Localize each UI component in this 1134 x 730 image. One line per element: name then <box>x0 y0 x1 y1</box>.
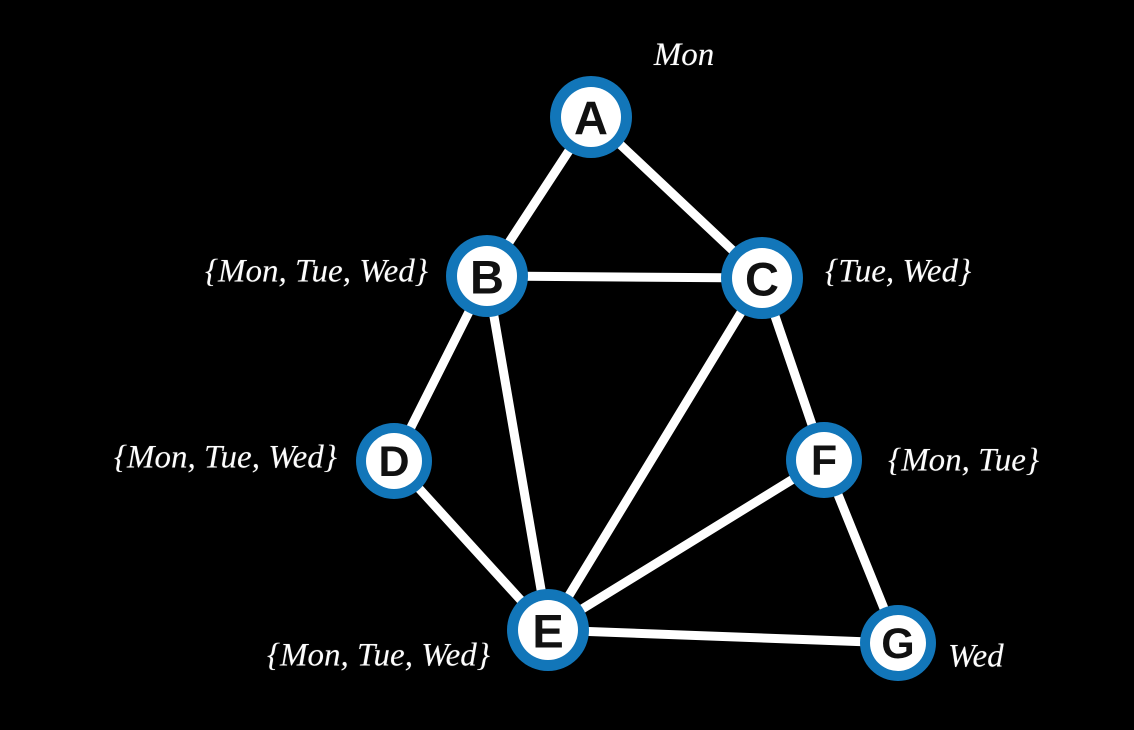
node-face-b <box>457 246 517 306</box>
domain-label-g: Wed <box>948 638 1004 675</box>
domain-label-d: {Mon, Tue, Wed} <box>113 439 337 476</box>
graph-edge-e-g <box>543 625 903 648</box>
domain-label-a: Mon <box>653 37 715 73</box>
graph-edge-c-e <box>543 273 767 635</box>
node-face-g <box>870 615 926 671</box>
graph-node-a[interactable]: A <box>550 76 632 158</box>
graph-node-c[interactable]: C <box>721 237 803 319</box>
node-face-a <box>561 87 621 147</box>
graph-edge-e-f <box>543 455 829 635</box>
node-face-f <box>796 432 852 488</box>
node-letter-g: G <box>881 620 914 668</box>
graph-edge-b-e <box>482 271 553 635</box>
node-face-e <box>518 600 578 660</box>
nodes-layer: A B C D E F G <box>356 76 936 681</box>
graph-node-d[interactable]: D <box>356 423 432 499</box>
node-letter-e: E <box>532 605 563 658</box>
node-letter-f: F <box>811 437 837 485</box>
node-letter-d: D <box>378 438 409 486</box>
graph-node-b[interactable]: B <box>446 235 528 317</box>
node-letter-b: B <box>470 251 504 304</box>
node-letter-a: A <box>574 92 608 145</box>
domain-label-f: {Mon, Tue} <box>888 442 1040 479</box>
domain-label-b: {Mon, Tue, Wed} <box>204 253 428 290</box>
edges-layer <box>389 112 903 648</box>
domain-label-c: {Tue, Wed} <box>825 253 972 290</box>
domain-label-e: {Mon, Tue, Wed} <box>266 637 490 674</box>
node-face-c <box>732 248 792 308</box>
graph-node-e[interactable]: E <box>507 589 589 671</box>
graph-edge-b-c <box>482 271 767 283</box>
graph-node-g[interactable]: G <box>860 605 936 681</box>
node-letter-c: C <box>745 253 779 306</box>
graph-node-f[interactable]: F <box>786 422 862 498</box>
node-face-d <box>366 433 422 489</box>
